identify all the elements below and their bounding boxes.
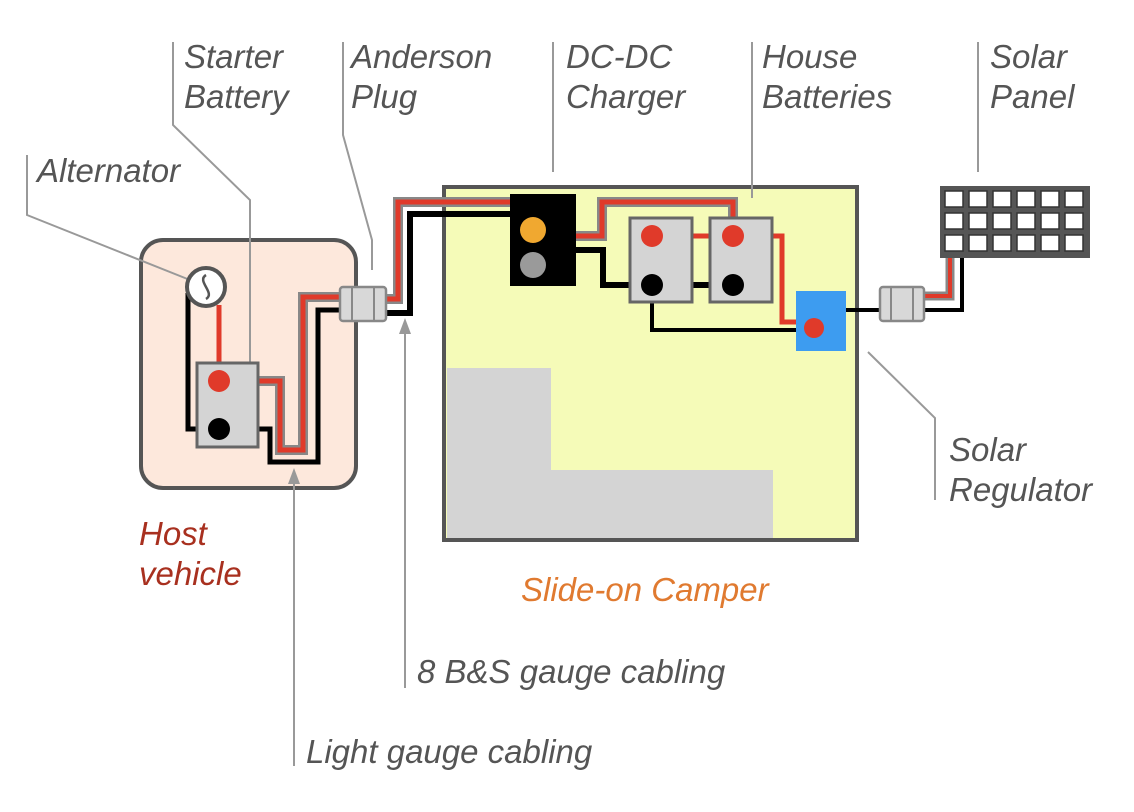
label-house-batteries: House Batteries	[762, 38, 892, 115]
label-slide-on-camper: Slide-on Camper	[521, 571, 771, 608]
label-solar-regulator: Solar Regulator	[949, 431, 1094, 508]
solar-cell	[1040, 212, 1060, 230]
solar-cell	[944, 212, 964, 230]
leader-alternator	[26, 155, 191, 281]
solar-cell	[968, 234, 988, 252]
leader-anderson-plug	[342, 42, 373, 270]
solar-cell	[944, 190, 964, 208]
solar-cell	[944, 234, 964, 252]
dcdc-charger	[510, 194, 576, 286]
solar-cell	[968, 212, 988, 230]
starter-battery	[195, 361, 260, 449]
solar-cell	[1064, 190, 1084, 208]
solar-regulator	[796, 291, 846, 351]
leader-solar-regulator	[867, 351, 936, 500]
leader-starter-battery	[172, 42, 251, 365]
solar-cell	[1064, 234, 1084, 252]
arrow-heavy-cabling	[399, 318, 411, 334]
solar-cell	[992, 234, 1012, 252]
starter-battery-negative-terminal	[208, 418, 230, 440]
label-heavy-cabling: 8 B&S gauge cabling	[417, 653, 726, 690]
starter-battery-positive-terminal	[208, 370, 230, 392]
solar-cell	[992, 190, 1012, 208]
label-host-vehicle: Host vehicle	[139, 515, 242, 592]
arrow-light-cabling	[288, 468, 300, 484]
solar-cell	[968, 190, 988, 208]
alternator-icon	[185, 266, 227, 308]
label-solar-panel: Solar Panel	[990, 38, 1076, 115]
label-starter-battery: Starter Battery	[184, 38, 292, 115]
solar-cell	[1016, 234, 1036, 252]
label-alternator: Alternator	[35, 152, 182, 189]
leader-lines	[26, 42, 979, 766]
house-batteries	[628, 216, 774, 304]
anderson-plug-icon	[338, 285, 388, 323]
camper-floor-shape	[447, 368, 773, 538]
solar-panel-icon	[940, 186, 1090, 258]
label-anderson-plug: Anderson Plug	[349, 38, 501, 115]
label-light-cabling: Light gauge cabling	[306, 733, 593, 770]
solar-cell	[1040, 190, 1060, 208]
label-dcdc-charger: DC-DC Charger	[566, 38, 687, 115]
solar-cell	[1040, 234, 1060, 252]
charger-amber-led	[520, 217, 546, 243]
solar-cell	[992, 212, 1012, 230]
solar-cell	[1016, 212, 1036, 230]
solar-plug-icon	[878, 285, 926, 323]
solar-cell	[1016, 190, 1036, 208]
solar-cell	[1064, 212, 1084, 230]
charger-grey-led	[520, 252, 546, 278]
